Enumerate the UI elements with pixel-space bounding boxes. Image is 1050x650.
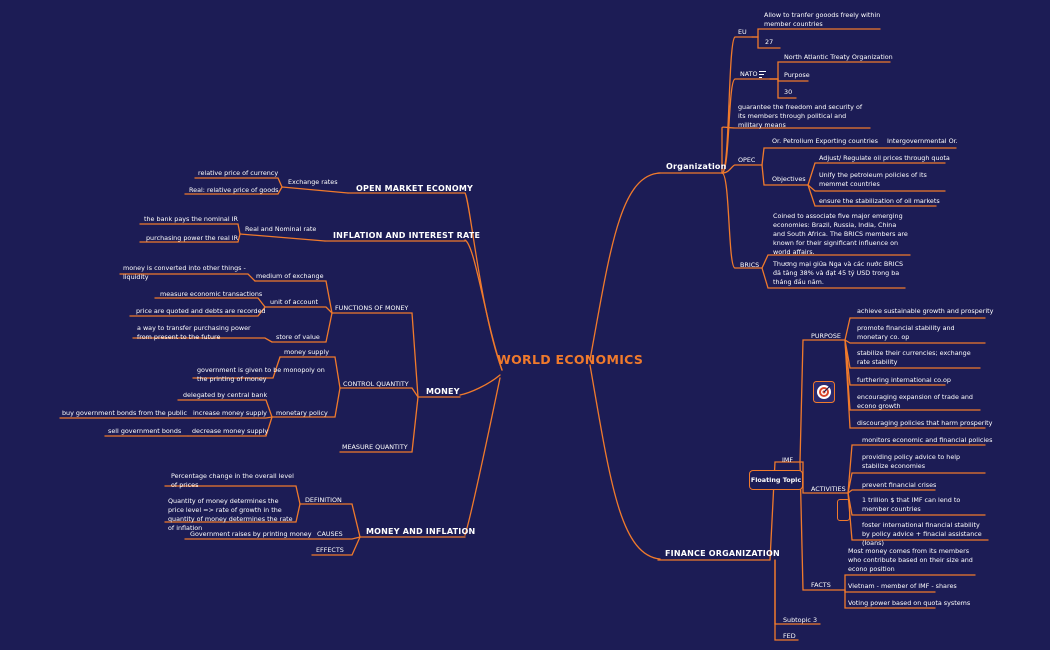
pct-change-node[interactable]: Percentage change in the overall level o…	[171, 472, 294, 489]
effects-node[interactable]: EFFECTS	[316, 546, 344, 554]
purpose-2-node[interactable]: promote financial stability and monetary…	[857, 324, 955, 341]
central-topic[interactable]: WORLD ECONOMICS	[497, 352, 644, 367]
nato-name-node[interactable]: North Atlantic Treaty Organization	[784, 53, 893, 61]
eu-node[interactable]: EU	[738, 28, 747, 36]
purpose-3-node[interactable]: stabilize their currencies; exchange rat…	[857, 349, 971, 366]
control-quantity-node[interactable]: CONTROL QUANTITY	[343, 380, 409, 388]
nato-node[interactable]: NATO	[740, 70, 758, 78]
objectives-node[interactable]: Objectives	[772, 175, 806, 183]
eu-allow-node[interactable]: Allow to tranfer gooods freely within me…	[764, 11, 881, 28]
store-of-value-node[interactable]: store of value	[276, 333, 320, 341]
brics-node[interactable]: BRICS	[740, 261, 760, 269]
measure-transactions-node[interactable]: measure economic transactions	[160, 290, 263, 298]
facts-node[interactable]: FACTS	[811, 581, 831, 589]
money-supply-node[interactable]: money supply	[284, 348, 329, 356]
opec-intergovernmental-node[interactable]: Intergovernmental Or.	[887, 137, 958, 145]
objective-3-node[interactable]: ensure the stabilization of oil markets	[819, 197, 940, 205]
medium-of-exchange-node[interactable]: medium of exchange	[256, 272, 324, 280]
brics-desc-node[interactable]: Coined to associate five major emerging …	[773, 212, 908, 256]
eu-27-node[interactable]: 27	[765, 38, 774, 46]
brics-trade-node[interactable]: Thương mại giữa Nga và các nước BRICS đã…	[773, 260, 904, 286]
buy-bonds-node[interactable]: buy government bonds from the public	[62, 409, 187, 417]
fed-node[interactable]: FED	[783, 632, 796, 640]
topic-inflation-interest-rate[interactable]: INFLATION AND INTEREST RATE	[333, 231, 481, 240]
activity-5-node[interactable]: foster international financial stability…	[862, 521, 982, 547]
fact-3-node[interactable]: Voting power based on quota systems	[848, 599, 971, 607]
fact-1-node[interactable]: Most money comes from its members who co…	[848, 547, 973, 573]
fact-2-node[interactable]: Vietnam - member of IMF - shares	[848, 582, 957, 590]
price-quoted-node[interactable]: price are quoted and debts are recorded	[136, 307, 266, 315]
medium-desc-node[interactable]: money is converted into other things - l…	[123, 264, 246, 281]
real-nominal-rate-node[interactable]: Real and Nominal rate	[245, 225, 317, 233]
activity-3-node[interactable]: prevent financial crises	[862, 481, 937, 489]
nato-30-node[interactable]: 30	[784, 88, 793, 96]
gov-raises-node[interactable]: Government raises by printing money	[190, 530, 312, 538]
floating-topic[interactable]: Floating Topic	[749, 470, 803, 490]
causes-node[interactable]: CAUSES	[317, 530, 343, 538]
objective-2-node[interactable]: Unify the petroleum policies of its memm…	[819, 171, 927, 188]
delegated-node[interactable]: delegated by central bank	[183, 391, 268, 399]
nato-guarantee-node[interactable]: guarantee the freedom and security of it…	[738, 103, 863, 129]
purchasing-power-node[interactable]: purchasing power the real IR	[146, 234, 239, 242]
purpose-node[interactable]: PURPOSE	[811, 332, 841, 340]
sell-bonds-node[interactable]: sell government bonds	[108, 427, 182, 435]
topic-money[interactable]: MONEY	[426, 387, 460, 396]
topic-finance-organization[interactable]: FINANCE ORGANIZATION	[665, 549, 780, 558]
purpose-1-node[interactable]: achieve sustainable growth and prosperit…	[857, 307, 994, 315]
topic-organization[interactable]: Organization	[666, 162, 727, 171]
unit-of-account-node[interactable]: unit of account	[270, 298, 319, 306]
functions-of-money-node[interactable]: FUNCTIONS OF MONEY	[335, 304, 409, 312]
measure-quantity-node[interactable]: MEASURE QUANTITY	[342, 443, 408, 451]
activity-1-node[interactable]: monitors economic and financial policies	[862, 436, 993, 444]
definition-node[interactable]: DEFINITION	[305, 496, 342, 504]
menu-lines-icon	[759, 71, 766, 78]
exchange-rates-node[interactable]: Exchange rates	[288, 178, 338, 186]
increase-supply-node[interactable]: increase money supply	[193, 409, 267, 417]
activities-node[interactable]: ACTIVITIES	[811, 485, 846, 493]
store-desc-node[interactable]: a way to transfer purchasing power from …	[137, 324, 251, 341]
purpose-4-node[interactable]: furthering international co.op	[857, 376, 951, 384]
nominal-ir-node[interactable]: the bank pays the nominal IR	[144, 215, 238, 223]
notes-icon	[837, 499, 850, 521]
monetary-policy-node[interactable]: monetary policy	[276, 409, 328, 417]
imf-node[interactable]: IMF	[782, 456, 794, 464]
objective-1-node[interactable]: Adjust/ Regulate oil prices through quot…	[819, 154, 950, 162]
topic-open-market-economy[interactable]: OPEN MARKET ECONOMY	[356, 184, 474, 193]
quantity-theory-node[interactable]: Quantity of money determines the price l…	[168, 497, 293, 532]
real-relative-goods-node[interactable]: Real: relative price of goods	[189, 186, 279, 194]
opec-name-node[interactable]: Or. Petrolium Exporting countries	[772, 137, 878, 145]
purpose-5-node[interactable]: encouraging expansion of trade and econo…	[857, 393, 973, 410]
relative-price-currency-node[interactable]: relative price of currency	[198, 169, 279, 177]
monopoly-node[interactable]: government is given to be monopoly on th…	[197, 366, 325, 383]
activity-4-node[interactable]: 1 trillion $ that IMF can lend to member…	[862, 496, 961, 513]
activity-2-node[interactable]: providing policy advice to help stabiliz…	[862, 453, 961, 470]
topic-money-and-inflation[interactable]: MONEY AND INFLATION	[366, 527, 476, 536]
nato-purpose-node[interactable]: Purpose	[784, 71, 810, 79]
decrease-supply-node[interactable]: decrease money supply	[192, 427, 269, 435]
target-icon	[813, 381, 835, 403]
opec-node[interactable]: OPEC	[738, 156, 756, 164]
subtopic-3-node[interactable]: Subtopic 3	[783, 616, 818, 624]
purpose-6-node[interactable]: discouraging policies that harm prosperi…	[857, 419, 993, 427]
